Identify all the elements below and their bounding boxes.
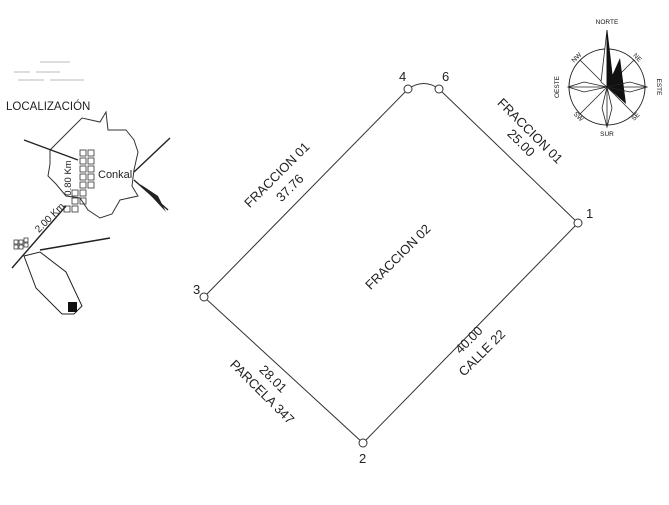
vertex-3-label: 3 [193, 282, 200, 297]
vertex-4-label: 4 [399, 69, 406, 84]
vertex-1-marker [573, 218, 583, 228]
compass-south: SUR [600, 131, 614, 138]
site-marker [68, 302, 77, 312]
center-label: FRACCION 02 [362, 221, 433, 292]
vertex-6-label: 6 [442, 69, 449, 84]
location-map: LOCALIZACIÓN [6, 61, 171, 315]
distance-label-1: 0.80 Km [63, 160, 74, 195]
south-parcel [23, 251, 83, 315]
location-title: LOCALIZACIÓN [6, 100, 90, 113]
vertex-3-marker [199, 292, 209, 302]
small-lots [13, 237, 29, 250]
compass-needle-west [566, 81, 608, 93]
compass-ne: NE [631, 52, 643, 64]
compass-north: NORTE [596, 19, 619, 26]
map-faint-marks [14, 61, 84, 81]
compass-needle-south [601, 86, 613, 129]
compass-needle-north-light [600, 29, 608, 88]
compass-needle-ne [607, 58, 626, 104]
plot: 1 2 3 4 6 FRACCION 02 FRACCION 01 37.76 … [193, 69, 593, 466]
side-nw-name: FRACCION 01 [241, 139, 312, 210]
compass-west: OESTE [554, 75, 561, 98]
vertex-4-marker [403, 84, 413, 94]
roads [11, 137, 171, 269]
compass-sw: SW [572, 111, 585, 124]
vertex-2-label: 2 [359, 451, 366, 466]
vertex-2-marker [358, 438, 368, 448]
distance-label-2: 2.00 Km [33, 201, 67, 235]
vertex-1-label: 1 [586, 206, 593, 221]
compass-rose: NORTE SUR ESTE OESTE NE NW SE SW [554, 19, 662, 138]
compass-east: ESTE [655, 79, 662, 97]
town-label: Conkal [98, 169, 132, 181]
vertex-6-marker [434, 84, 444, 94]
compass-needle-east [606, 81, 649, 93]
town-blocks [63, 149, 95, 213]
compass-se: SE [630, 111, 642, 123]
town-outline [47, 110, 139, 219]
road-wedge [140, 184, 166, 212]
